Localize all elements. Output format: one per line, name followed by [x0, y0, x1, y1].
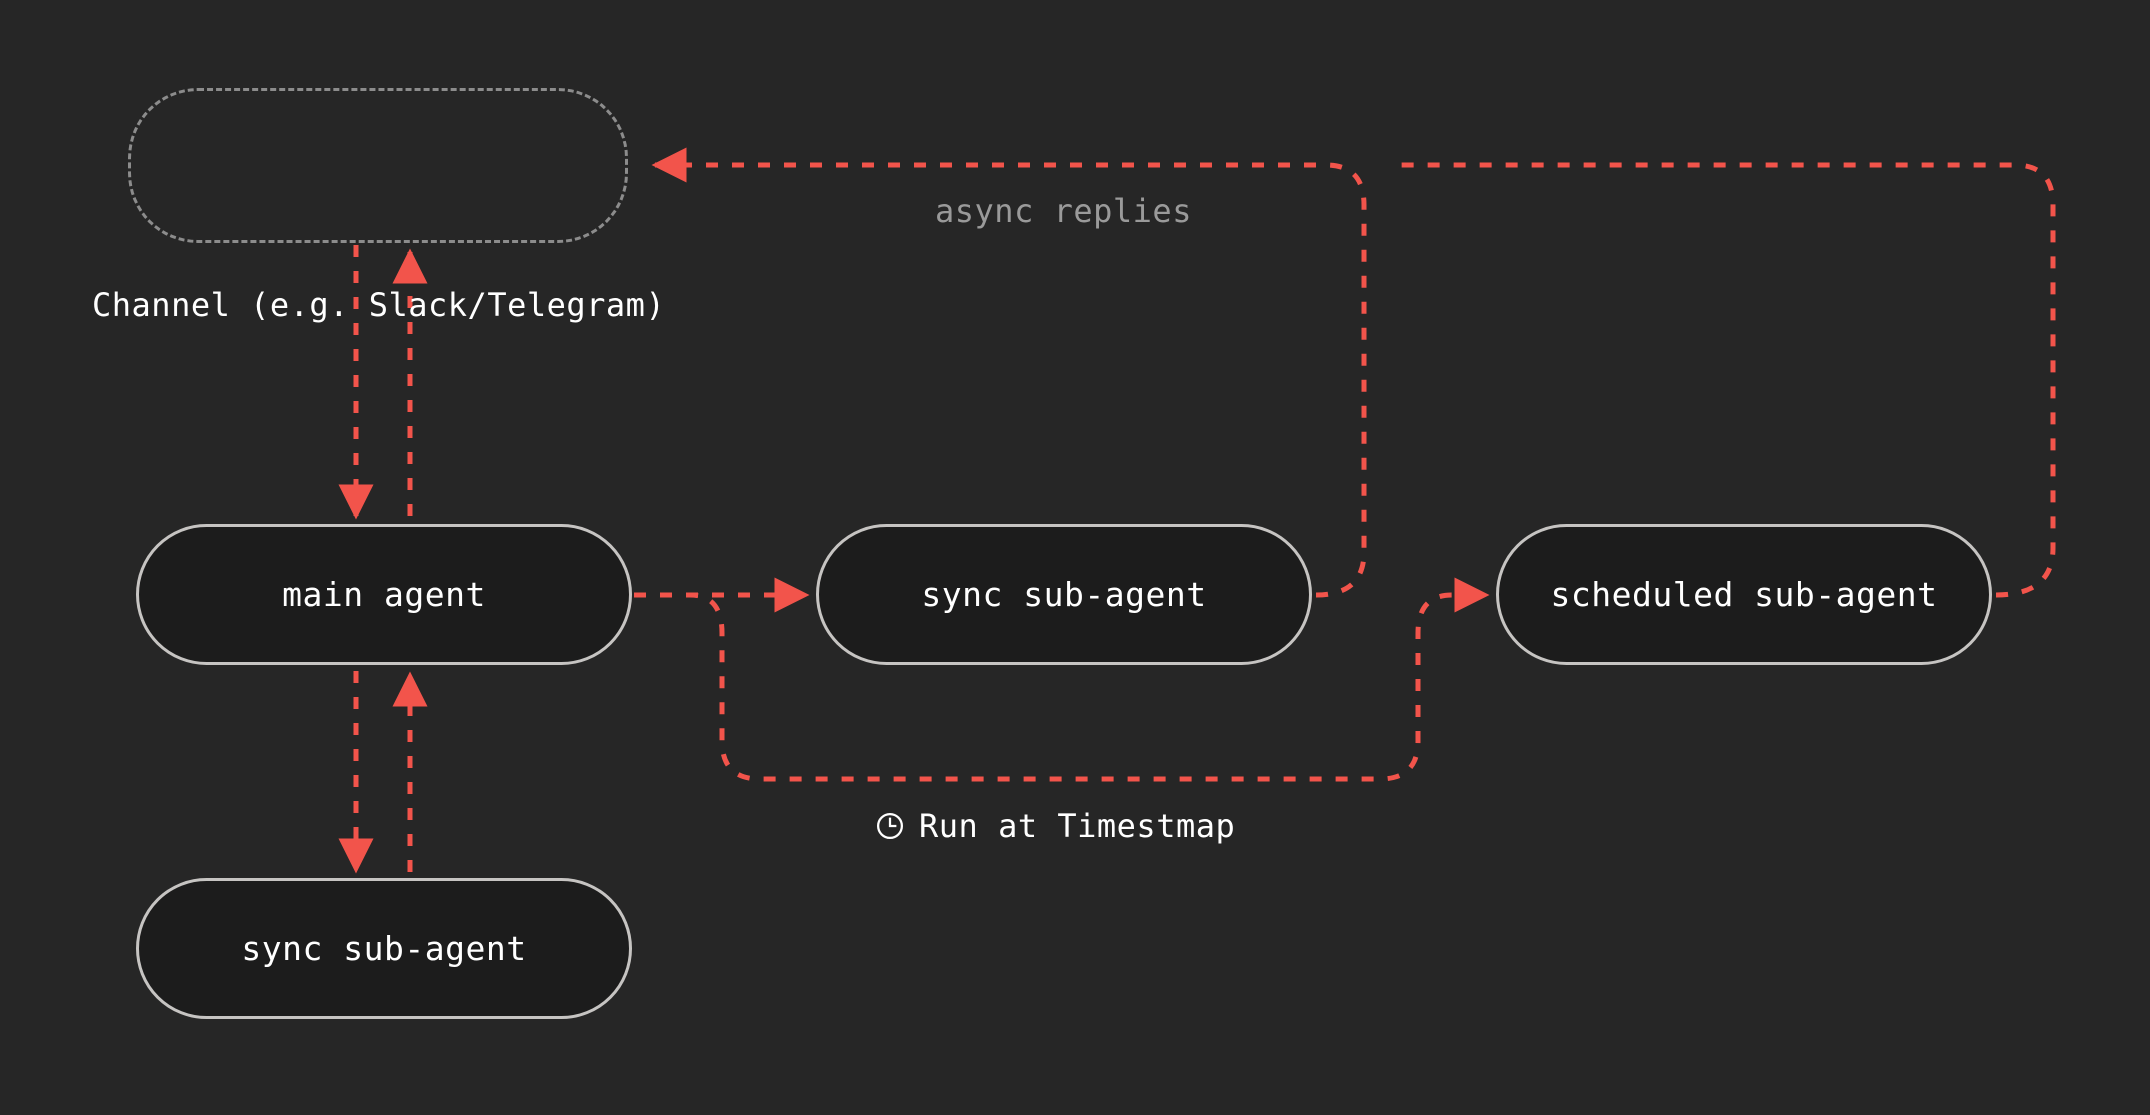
edge-label-run-at-timestamp: Run at Timestmap [875, 807, 1235, 845]
edge-label-async-replies: async replies [935, 192, 1192, 230]
node-main-agent[interactable]: main agent [136, 524, 632, 665]
clock-icon [875, 811, 905, 841]
node-sync-sub-agent-bottom-label: sync sub-agent [241, 929, 527, 968]
node-scheduled-sub-agent[interactable]: scheduled sub-agent [1496, 524, 1992, 665]
node-sync-sub-agent-right-label: sync sub-agent [921, 575, 1207, 614]
edge-label-run-at-timestamp-text: Run at Timestmap [919, 807, 1236, 845]
node-sync-sub-agent-right[interactable]: sync sub-agent [816, 524, 1312, 665]
channel-caption: Channel (e.g. Slack/Telegram) [92, 286, 666, 324]
edge-main-agent-to-scheduled-sub-agent [634, 577, 1490, 782]
node-sync-sub-agent-bottom[interactable]: sync sub-agent [136, 878, 632, 1019]
node-channel[interactable] [128, 88, 628, 243]
node-main-agent-label: main agent [282, 575, 486, 614]
node-scheduled-sub-agent-label: scheduled sub-agent [1550, 575, 1938, 614]
edge-scheduled-sub-agent-to-channel [1390, 162, 2056, 598]
